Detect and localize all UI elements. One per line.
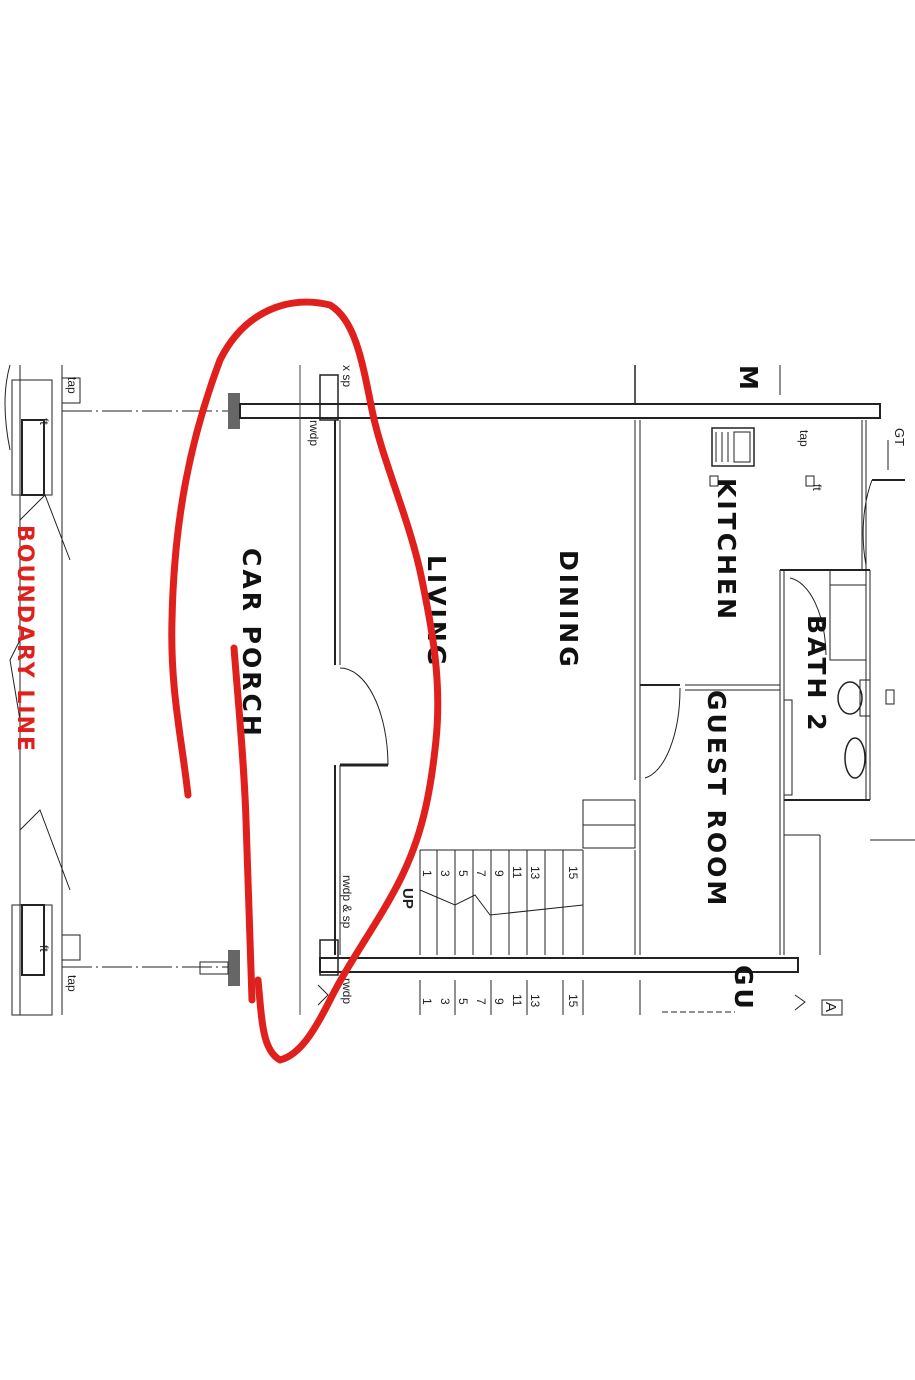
stair-number: 1 — [420, 998, 434, 1005]
stair-treads — [419, 849, 584, 1015]
kitchen-label: KITCHEN — [712, 478, 741, 622]
stair-number: 7 — [474, 870, 488, 877]
stair-numbers: 1 3 5 7 9 11 13 15 1 3 5 7 9 11 13 15 — [420, 866, 580, 1008]
stair-number: 7 — [474, 998, 488, 1005]
stair-number: 5 — [456, 870, 470, 877]
stair-number: 3 — [438, 998, 452, 1005]
up-label: UP — [399, 888, 416, 909]
a-partial-label: A — [822, 1002, 839, 1012]
stair-number: 1 — [420, 870, 434, 877]
stair-number: 9 — [492, 998, 506, 1005]
guest-room-label: GUEST ROOM — [702, 690, 731, 908]
stair-number: 15 — [566, 866, 580, 880]
fixture-labels: tap ft tap ft x sp rwdp rwdp & sp rwdp t… — [37, 365, 907, 1012]
plan-linework — [4, 364, 915, 1016]
rwdp-label-top: rwdp — [307, 420, 321, 446]
room-labels: CAR PORCH LIVING DINING KITCHEN BATH 2 G… — [12, 365, 831, 1012]
stair-number: 13 — [528, 866, 542, 880]
ft-label-kitchen: ft — [810, 484, 824, 491]
boundary-line-label: BOUNDARY LINE — [12, 525, 37, 753]
top-partial-label: M — [734, 365, 763, 393]
stair-number: 15 — [566, 994, 580, 1008]
tap-label-top: tap — [65, 377, 79, 394]
tap-label-bottom: tap — [65, 975, 79, 992]
stair-number: 5 — [456, 998, 470, 1005]
rwdp-label-bottom: rwdp — [340, 978, 354, 1004]
red-line-markup — [230, 644, 256, 1004]
x-sp-label: x sp — [340, 365, 354, 387]
ft-label-top: ft — [37, 418, 51, 425]
guest-partial-label: GU — [729, 965, 758, 1012]
red-markup — [168, 298, 442, 1064]
stair-number: 11 — [510, 994, 524, 1007]
bath-label: BATH 2 — [802, 615, 831, 734]
gt-label: GT — [892, 428, 907, 446]
stair-number: 9 — [492, 870, 506, 877]
stair-number: 13 — [528, 994, 542, 1008]
red-circle-markup — [168, 298, 442, 1064]
tap-label-kitchen: tap — [797, 430, 811, 447]
stair-number: 11 — [510, 866, 524, 879]
dining-label: DINING — [554, 550, 583, 670]
rwdp-sp-label: rwdp & sp — [340, 875, 354, 929]
ft-label-bottom: ft — [37, 945, 51, 952]
stair-number: 3 — [438, 870, 452, 877]
